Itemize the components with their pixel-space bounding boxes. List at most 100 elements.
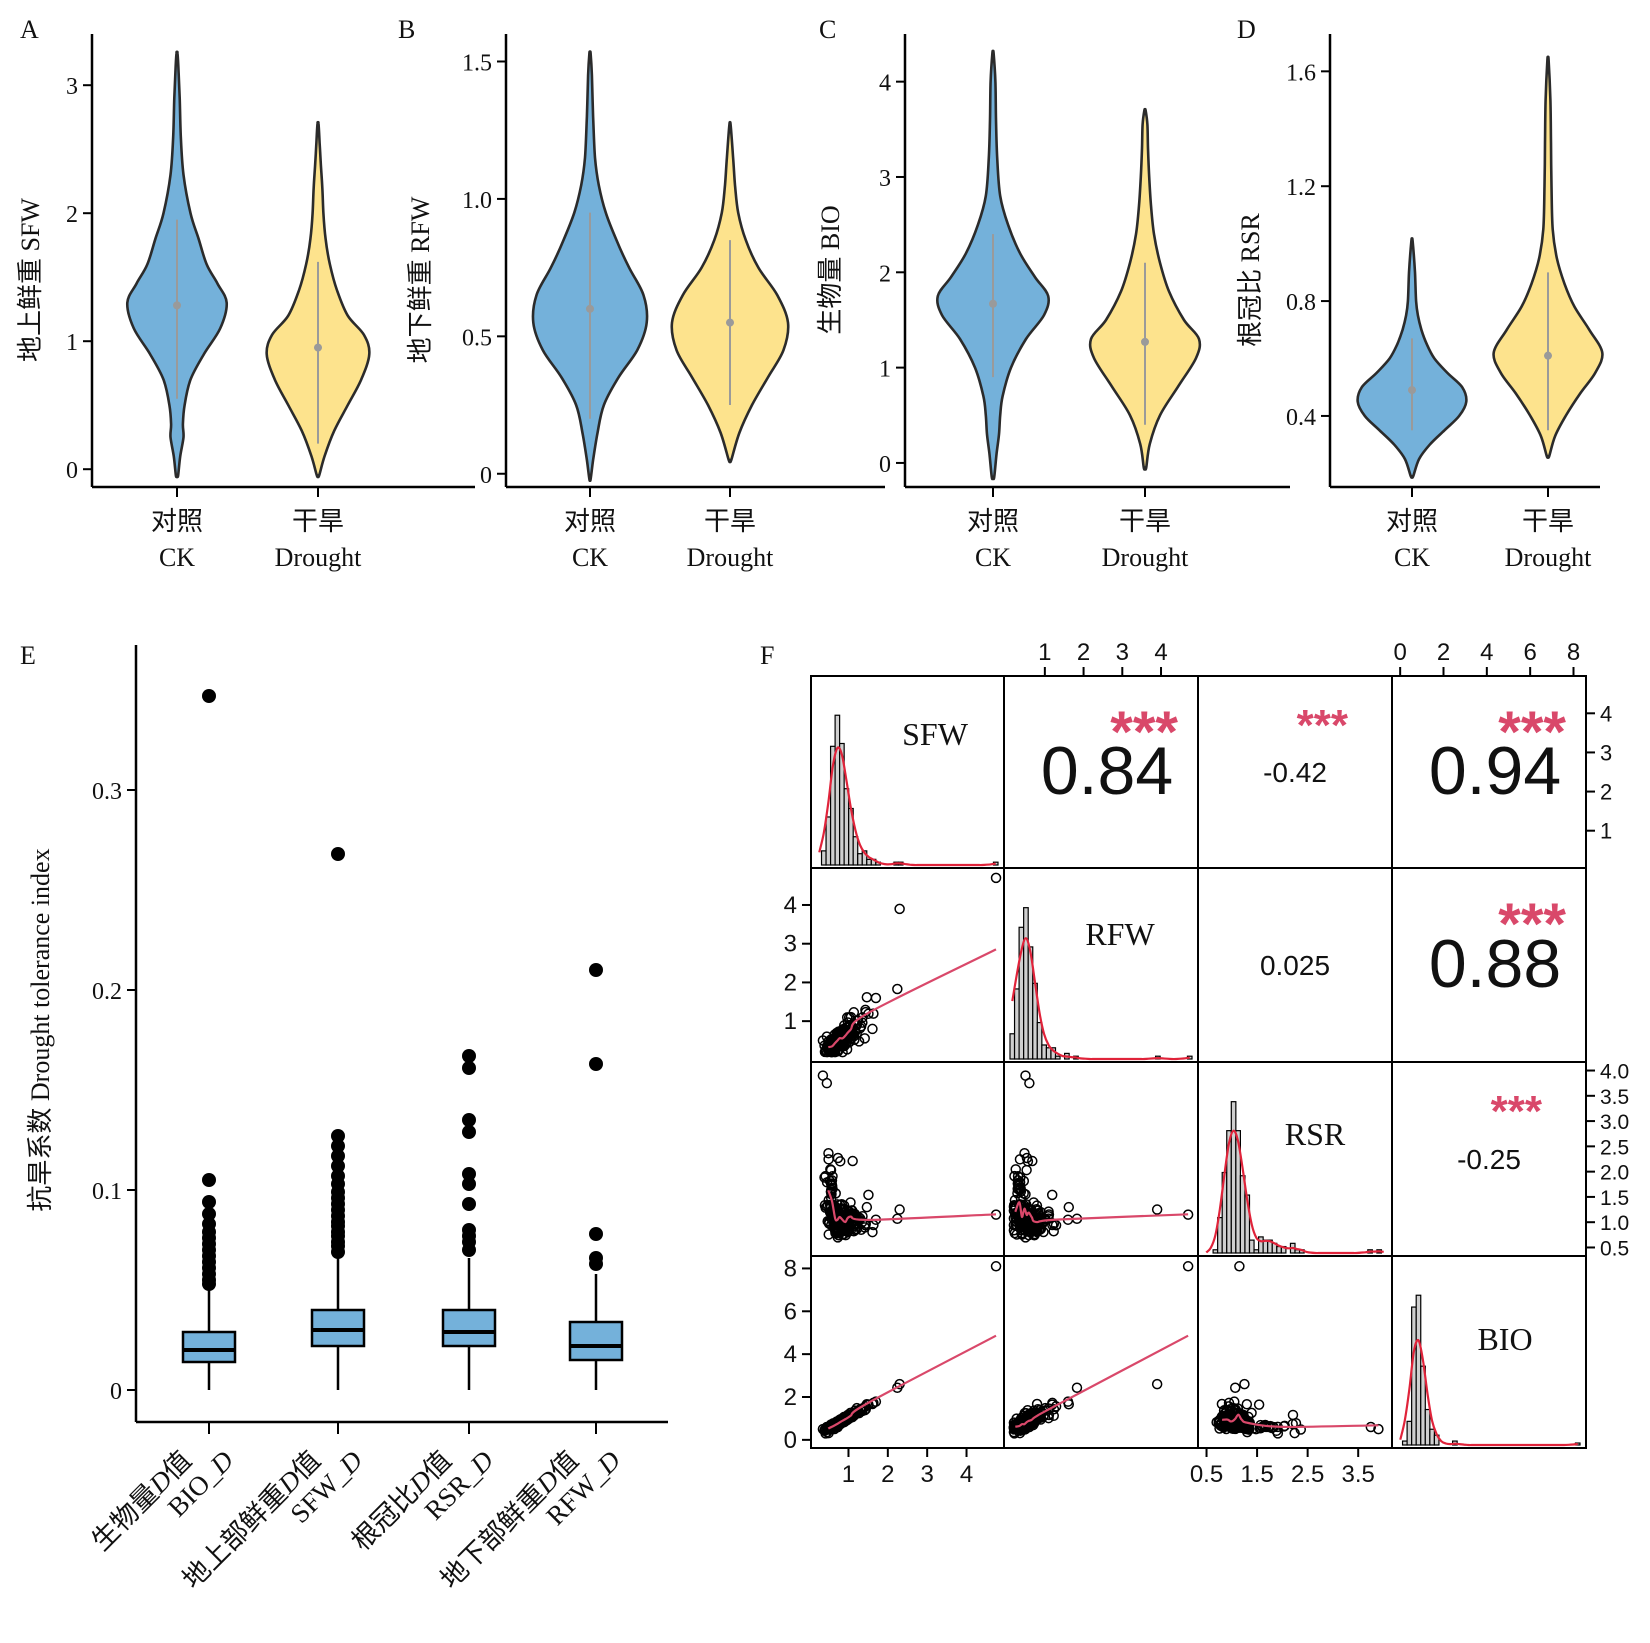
matrix-y-tick-label: 4 (784, 892, 797, 919)
matrix-x-tick-label: 4 (960, 1461, 973, 1488)
y-tick-label: 1 (66, 330, 78, 356)
scatter-point (845, 1197, 856, 1208)
y-tick-label: 0.5 (462, 325, 492, 351)
violin-drought (1492, 55, 1604, 459)
correlation-value: 0.84 (1041, 733, 1173, 809)
matrix-x-tick-label: 2 (1437, 639, 1450, 666)
scatter-point (1223, 1401, 1234, 1412)
y-tick-label: 0.8 (1286, 290, 1316, 316)
scatter-point (1022, 1405, 1033, 1416)
matrix-x-tick-label: 3.5 (1342, 1461, 1375, 1488)
scatter-point (1046, 1189, 1058, 1201)
matrix-y-tick-label: 3.0 (1600, 1111, 1629, 1134)
scatter-point (826, 1182, 838, 1194)
panel-f-pairs-matrix: FSFWRFWRSRBIO0.84***-0.42***0.94***0.88*… (760, 639, 1629, 1488)
histogram-bar (861, 850, 868, 866)
box-outlier-point (202, 1173, 216, 1187)
scatter-point (1020, 1199, 1032, 1210)
histogram-bar (1023, 907, 1029, 1060)
y-tick-label: 1.6 (1286, 60, 1316, 86)
matrix-y-tick-label: 2.5 (1600, 1136, 1629, 1159)
scatter-point (1024, 1421, 1035, 1433)
matrix-y-tick-label: 2 (784, 1384, 797, 1411)
scatter-point (990, 872, 1002, 884)
scatter-point (823, 1147, 834, 1159)
scatter-point (861, 1201, 873, 1213)
diagonal-variable-label: BIO (1477, 1321, 1532, 1357)
histogram-bar (1009, 1033, 1016, 1060)
scatter-point (990, 1261, 1002, 1272)
histogram-bar (1424, 1408, 1431, 1446)
violin-median-point (1141, 337, 1149, 346)
scatter-point (863, 1189, 874, 1201)
box-outlier-point (331, 1129, 345, 1143)
y-tick-label: 1.0 (462, 188, 492, 214)
violin-median-point (726, 318, 734, 327)
histogram-bar (820, 850, 827, 866)
x-tick-label-en: Drought (275, 543, 362, 572)
scatter-point (1223, 1397, 1235, 1409)
density-curve (1399, 1338, 1578, 1447)
matrix-y-tick-label: 1 (784, 1008, 797, 1035)
scatter-point (826, 1178, 837, 1189)
x-tick-label-cn: 对照 (967, 507, 1019, 536)
box-outlier-point (462, 1177, 476, 1191)
scatter-point (1295, 1424, 1307, 1435)
scatter-point (1151, 1204, 1163, 1215)
smooth-fit-line (1222, 1413, 1379, 1429)
matrix-y-tick-label: 4 (1600, 701, 1612, 726)
scatter-point (894, 903, 905, 915)
scatter-point (1182, 1261, 1194, 1272)
x-tick-label-en: Drought (1505, 543, 1592, 572)
panel-letter: C (819, 15, 836, 44)
y-tick-label: 0.1 (92, 1179, 122, 1205)
histogram-bar (1248, 1239, 1255, 1254)
scatter-point (894, 1204, 905, 1215)
y-tick-label: 3 (879, 166, 891, 192)
histogram-bar (834, 714, 841, 866)
smooth-fit-line (828, 948, 997, 1049)
significance-stars: *** (1498, 892, 1566, 957)
box-iqr (441, 1308, 497, 1348)
scatter-point (1254, 1422, 1265, 1434)
scatter-point (1239, 1378, 1250, 1390)
scatter-point (1365, 1421, 1377, 1433)
box-outlier-point (589, 963, 603, 977)
scatter-point (1243, 1420, 1254, 1431)
panel-letter: D (1237, 15, 1256, 44)
diagonal-variable-label: RFW (1085, 916, 1155, 952)
y-tick-label: 0 (110, 1379, 122, 1405)
scatter-point (851, 1028, 862, 1039)
histogram-bar (1212, 1249, 1219, 1254)
scatter-point (1253, 1399, 1265, 1410)
density-curve (818, 746, 996, 867)
matrix-x-tick-label: 0 (1393, 639, 1406, 666)
matrix-x-tick-label: 8 (1567, 639, 1580, 666)
histogram-bar (866, 858, 872, 866)
smooth-fit-line (1014, 1201, 1189, 1224)
scatter-point (842, 1226, 854, 1238)
matrix-y-tick-label: 1.0 (1600, 1212, 1629, 1235)
scatter-point (1013, 1182, 1025, 1194)
box-outlier-point (462, 1243, 476, 1257)
matrix-x-tick-label: 1.5 (1240, 1461, 1273, 1488)
histogram-bar (1230, 1101, 1237, 1254)
histogram-bar (1401, 1440, 1408, 1446)
panel-letter: B (398, 15, 415, 44)
matrix-x-tick-label: 4 (1154, 639, 1167, 666)
box-outlier-point (589, 1057, 603, 1071)
matrix-x-tick-label: 3 (920, 1461, 933, 1488)
y-tick-label: 1 (879, 357, 891, 383)
box-outlier-point (202, 1207, 216, 1221)
x-label-cn-part: 生物量 (86, 1478, 164, 1556)
smooth-fit-line (827, 1189, 997, 1224)
scatter-point (1050, 1220, 1062, 1231)
y-tick-label: 0 (66, 458, 78, 484)
box-iqr (568, 1320, 624, 1362)
y-axis-title: 抗旱系数 Drought tolerance index (26, 848, 55, 1211)
scatter-point (821, 1031, 833, 1042)
